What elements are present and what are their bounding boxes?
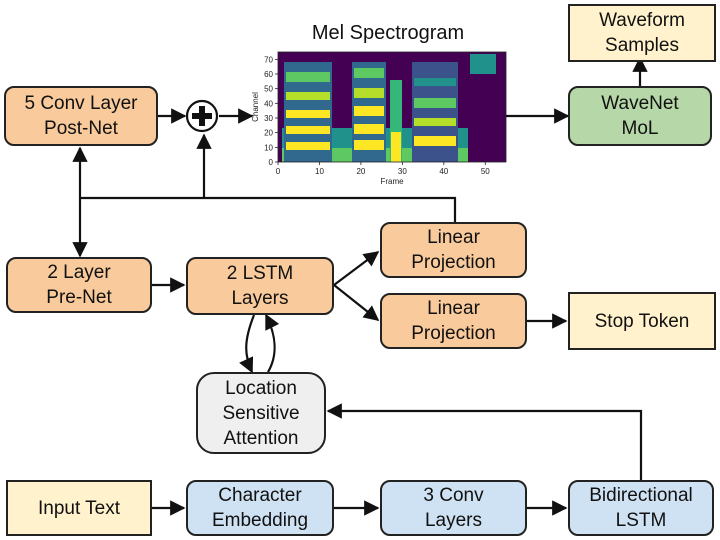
spectrogram-syllable-4 [412,62,458,162]
spectrogram-band [414,118,456,126]
box-label: Embedding [211,510,309,531]
y-tick-label: 0 [269,158,274,167]
conv-layers-box: 3 Conv Layers [380,480,527,536]
spectrogram-title: Mel Spectrogram [311,22,465,44]
y-tick-label: 20 [264,129,273,138]
spectrogram-band [354,106,384,116]
waveform-samples-box: Waveform Samples [568,4,716,62]
postnet-box: 5 Conv Layer Post-Net [4,86,158,146]
x-tick-label: 50 [481,167,490,176]
box-label: Waveform [599,10,685,31]
box-label: WaveNet [601,93,679,114]
x-tick-label: 10 [315,167,324,176]
x-tick-label: 20 [356,167,365,176]
arrow-lstm-to-attention [239,314,256,374]
spectrogram-band [391,132,401,162]
spectrogram-band [286,142,330,150]
box-label: Character [218,485,302,506]
box-label: LSTM [615,510,667,531]
box-label: 5 Conv Layer [24,93,138,114]
box-label: 2 Layer [47,262,111,283]
spectrogram-axes: 0 10 20 30 40 50 0 10 20 30 40 50 60 70 [264,55,490,176]
y-tick-label: 50 [264,85,273,94]
y-tick-label: 70 [264,55,273,64]
arrow-bilstm-to-attention [326,403,643,480]
spectrogram-band [414,78,456,86]
spectrogram-frame [277,51,507,163]
arrow-lstm-to-projection-1 [333,251,380,286]
spectrogram-band [414,136,456,146]
box-label: Layers [231,288,289,309]
spectrogram-ylabel: Channel [251,92,260,122]
y-tick-label: 60 [264,70,273,79]
x-tick-label: 40 [439,167,448,176]
spectrogram-trailing-patch [470,54,496,74]
box-label: Location [225,377,297,399]
box-label: 3 Conv [423,485,484,506]
y-tick-label: 40 [264,99,273,108]
stop-token-box: Stop Token [568,292,716,350]
spectrogram-band [354,68,384,78]
box-label: Sensitive [222,402,300,424]
bidirectional-lstm-box: Bidirectional LSTM [568,480,714,536]
box-label: Linear [427,298,480,319]
spectrogram-band [354,88,384,98]
connectors [72,56,648,516]
box-label: Samples [605,35,679,56]
spectrogram-band [286,92,330,100]
lstm-layers-box: 2 LSTM Layers [186,257,334,315]
attention-box: Location Sensitive Attention [196,372,326,454]
spectrogram-band [414,98,456,108]
spectrogram-band [286,110,330,118]
box-label: Layers [424,510,483,531]
x-tick-label: 30 [398,167,407,176]
y-tick-label: 30 [264,114,273,123]
box-label: Projection [411,252,496,273]
input-text-box: Input Text [6,480,152,536]
spectrogram-xlabel: Frame [380,177,404,186]
prenet-box: 2 Layer Pre-Net [6,257,152,313]
box-label: 2 LSTM [226,263,294,284]
box-label: Linear [427,227,480,248]
box-label: Attention [223,427,299,449]
mel-spectrogram: 0 10 20 30 40 50 0 10 20 30 40 50 60 70 Frame Channel [251,51,507,186]
sum-node [185,99,219,133]
spectrogram-band [354,124,384,134]
linear-projection-box-1: Linear Projection [380,222,527,278]
linear-projection-box-2: Linear Projection [380,293,527,349]
x-tick-label: 0 [276,167,281,176]
arrow-attention-to-lstm [265,313,280,373]
spectrogram-band [286,126,330,134]
spectrogram-band [286,72,330,82]
plus-icon [192,106,212,126]
wavenet-mol-box: WaveNet MoL [568,86,712,146]
box-label: Post-Net [44,118,118,139]
line-projection-feedback [80,196,457,222]
y-tick-label: 10 [264,143,273,152]
box-label: MoL [621,118,659,139]
box-label: Projection [411,323,496,344]
box-label: Bidirectional [589,485,693,506]
spectrogram-band [354,140,384,150]
arrow-lstm-to-projection-2 [333,284,380,321]
box-label: Input Text [37,497,121,519]
box-label: Pre-Net [46,287,112,308]
character-embedding-box: Character Embedding [186,480,334,536]
box-label: Stop Token [594,310,690,332]
